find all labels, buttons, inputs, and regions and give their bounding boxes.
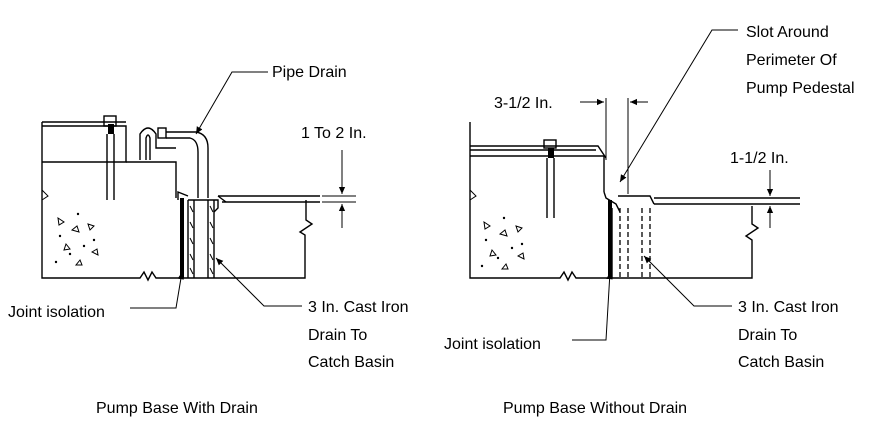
left-pump-base — [41, 121, 183, 282]
left-label-drain-line1: 3 In. Cast Iron — [308, 299, 409, 316]
right-label-drain-line1: 3 In. Cast Iron — [738, 299, 839, 316]
right-anchor-bolt — [543, 139, 557, 218]
left-label-drain-line2: Drain To — [308, 327, 367, 344]
right-label-drain-line2: Drain To — [738, 327, 797, 344]
left-label-gap: 1 To 2 In. — [301, 125, 367, 142]
right-detail: Slot Around Perimeter Of Pump Pedestal 3… — [444, 24, 855, 417]
left-leader-joint — [130, 271, 184, 309]
right-caption: Pump Base Without Drain — [503, 400, 687, 417]
right-dimension-width — [580, 98, 648, 194]
left-dimension-gap — [322, 150, 356, 228]
right-label-slot-line1: Slot Around — [746, 24, 829, 41]
right-label-slot-line2: Perimeter Of — [746, 52, 837, 69]
left-label-joint-isolation: Joint isolation — [8, 304, 105, 321]
right-label-drain-line3: Catch Basin — [738, 354, 824, 371]
left-leader-pipe-drain — [195, 71, 268, 135]
left-floor-slab — [183, 195, 320, 279]
left-pipe-drain — [139, 127, 209, 198]
left-leader-drain — [215, 257, 302, 307]
right-leader-joint — [572, 271, 613, 341]
right-dimension-gap — [748, 170, 784, 228]
left-label-pipe-drain: Pipe Drain — [272, 64, 347, 81]
right-slot-drain — [603, 191, 655, 278]
right-label-joint-isolation: Joint isolation — [444, 336, 541, 353]
right-concrete-aggregate — [480, 216, 525, 270]
left-concrete-aggregate — [54, 212, 99, 266]
right-label-gap: 1-1/2 In. — [730, 150, 789, 167]
right-leader-drain — [643, 255, 732, 307]
left-detail: Pipe Drain 1 To 2 In. Joint isolation 3 … — [8, 64, 409, 417]
left-label-drain-line3: Catch Basin — [308, 354, 394, 371]
right-pump-base — [469, 122, 610, 282]
right-label-width: 3-1/2 In. — [494, 95, 553, 112]
left-anchor-bolt — [103, 115, 117, 200]
right-floor-slab — [610, 197, 800, 279]
left-drain-sleeve — [177, 190, 219, 278]
right-leader-slot — [619, 29, 738, 183]
right-label-slot-line3: Pump Pedestal — [746, 80, 855, 97]
left-caption: Pump Base With Drain — [96, 400, 258, 417]
